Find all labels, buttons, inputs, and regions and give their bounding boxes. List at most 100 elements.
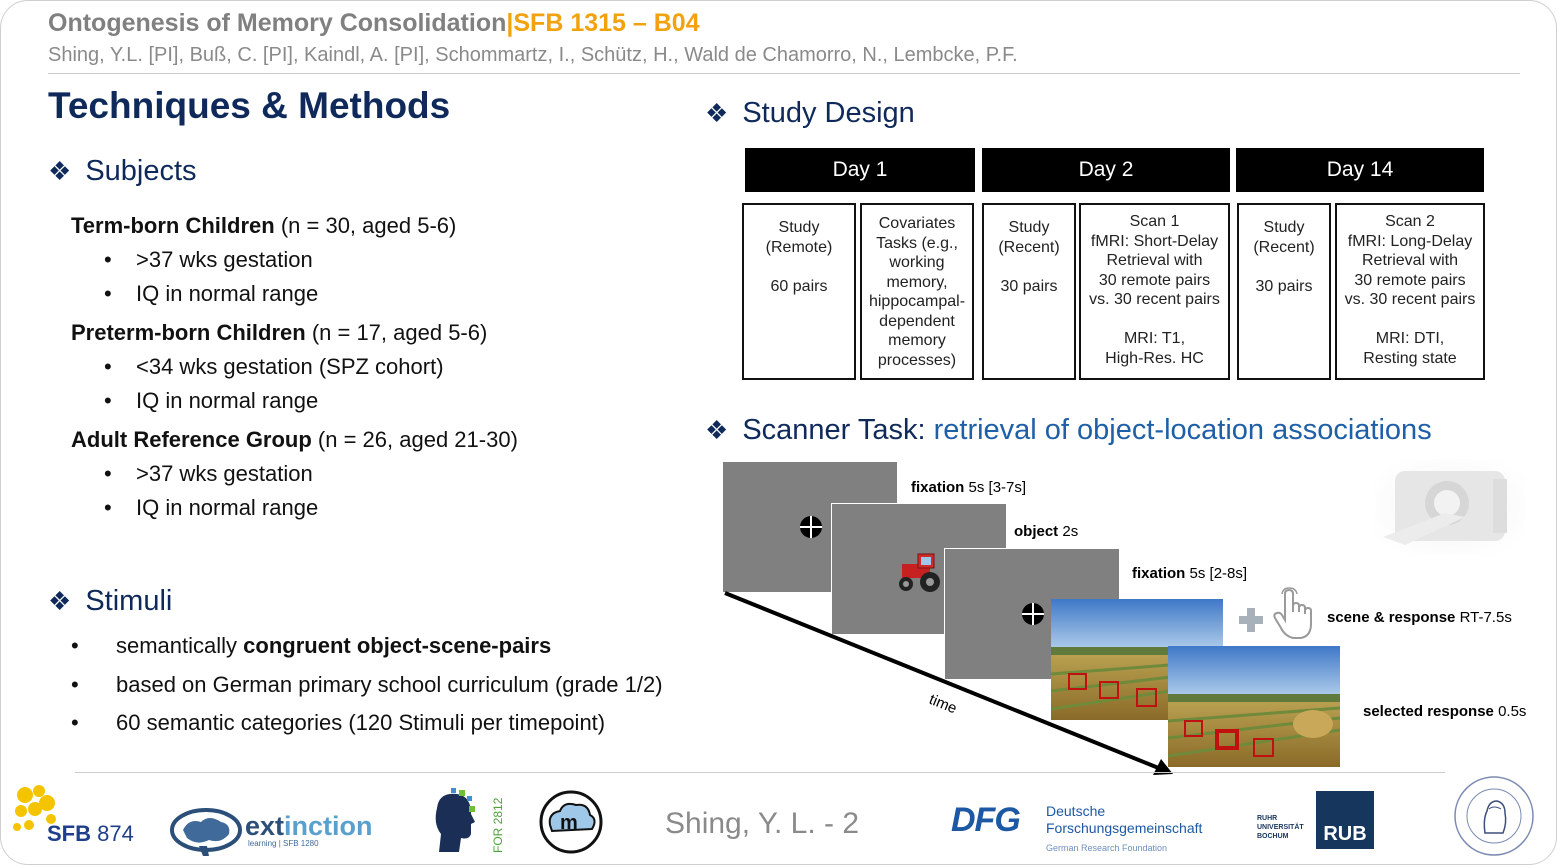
step-label: scene & response RT-7.5s <box>1327 609 1512 626</box>
subjects-heading: ❖Subjects <box>48 155 197 188</box>
design-cell: Covariates Tasks (e.g., working memory, … <box>860 203 974 380</box>
bullet: • <box>71 710 79 735</box>
step-rest: 2s <box>1058 523 1079 540</box>
diamond-bullet-icon: ❖ <box>705 98 729 128</box>
group-detail: (n = 26, aged 21-30) <box>311 427 518 452</box>
extinction-logo: extinction <box>245 811 373 842</box>
list-item: •<34 wks gestation (SPZ cohort) <box>104 354 444 379</box>
day-header: Day 2 <box>982 148 1230 192</box>
logo-text: UNIVERSITÄT <box>1257 824 1304 831</box>
step-label: object 2s <box>1014 523 1078 540</box>
selected-location-box <box>1215 729 1239 750</box>
dfg-logo: DFG <box>951 801 1021 839</box>
diamond-bullet-icon: ❖ <box>705 415 729 445</box>
location-box <box>1184 720 1203 737</box>
step-bold: fixation <box>1132 565 1186 582</box>
design-cell-text: Study (Remote) 60 pairs <box>765 219 833 295</box>
list-item: •>37 wks gestation <box>104 247 313 272</box>
step-bold: fixation <box>911 479 965 496</box>
head-logo-icon <box>435 788 475 852</box>
selected-response-screen <box>1168 646 1340 767</box>
footer-page-label: Shing, Y. L. - 2 <box>665 807 860 840</box>
step-label: fixation 5s [2-8s] <box>1132 565 1247 582</box>
scanner-task-heading: ❖Scanner Task: retrieval of object-locat… <box>705 414 1432 447</box>
humboldt-seal-icon <box>1454 776 1534 856</box>
sfb874-logo: SFB 874 <box>47 821 134 847</box>
group-name: Preterm-born Children <box>71 320 306 345</box>
extinction-sub: learning | SFB 1280 <box>248 839 319 848</box>
list-item-text: semantically congruent object-scene-pair… <box>116 633 551 659</box>
list-item-text: IQ in normal range <box>136 281 319 306</box>
logo-text: 874 <box>91 821 134 846</box>
cloud-m-logo-icon: m <box>539 790 603 854</box>
group-term-born: Term-born Children (n = 30, aged 5-6) <box>71 213 456 239</box>
header-project: SFB 1315 – B04 <box>513 9 700 37</box>
bullet: • <box>71 633 79 658</box>
design-cell-text: Covariates Tasks (e.g., working memory, … <box>868 215 966 369</box>
list-item-text: >37 wks gestation <box>136 461 313 486</box>
location-box <box>1253 738 1274 757</box>
field-scene-image <box>1168 646 1340 767</box>
logo-text: RUHR <box>1257 815 1278 822</box>
list-item-text: 60 semantic categories (120 Stimuli per … <box>116 710 606 735</box>
text-part: semantically <box>116 633 244 658</box>
sfb874-logo-dots-icon <box>13 785 56 831</box>
diamond-bullet-icon: ❖ <box>48 586 72 616</box>
logo-text: Forschungsgemeinschaft <box>1046 820 1203 836</box>
design-cell: Study (Remote) 60 pairs <box>742 203 856 380</box>
step-rest: 5s [2-8s] <box>1185 565 1248 582</box>
list-item: •IQ in normal range <box>104 281 319 306</box>
list-item: •IQ in normal range <box>104 388 319 413</box>
step-bold: selected response <box>1363 703 1494 720</box>
header-title: Ontogenesis of Memory Consolidation <box>48 9 507 37</box>
logo-text: ext <box>245 811 285 841</box>
logo-text: BOCHUM <box>1257 833 1289 840</box>
group-adult-reference: Adult Reference Group (n = 26, aged 21-3… <box>71 427 518 453</box>
location-box <box>1099 681 1119 699</box>
header-title-line: Ontogenesis of Memory Consolidation|SFB … <box>48 9 700 38</box>
tractor-icon <box>899 553 940 592</box>
design-cell-text: Scan 2 fMRI: Long-Delay Retrieval with 3… <box>1344 213 1476 367</box>
step-bold: scene & response <box>1327 609 1456 626</box>
list-item: • 60 semantic categories (120 Stimuli pe… <box>71 710 731 738</box>
list-item: • based on German primary school curricu… <box>71 672 731 700</box>
list-item: •IQ in normal range <box>104 495 319 520</box>
location-box <box>1068 673 1087 690</box>
group-name: Term-born Children <box>71 213 275 238</box>
list-item-text: based on German primary school curriculu… <box>116 672 663 697</box>
step-bold: object <box>1014 523 1059 540</box>
dfg-name: Deutsche Forschungsgemeinschaft German R… <box>1046 803 1202 857</box>
time-arrow <box>724 591 1173 775</box>
list-item-text: >37 wks gestation <box>136 247 313 272</box>
group-detail: (n = 17, aged 5-6) <box>305 320 488 345</box>
mri-scanner-image <box>1375 459 1525 555</box>
footer-divider <box>75 772 1445 773</box>
design-cell: Study (Recent) 30 pairs <box>982 203 1076 380</box>
scanner-task-heading-rest: retrieval of object-location association… <box>925 414 1432 446</box>
list-item-text: IQ in normal range <box>136 388 319 413</box>
logo-text: German Research Foundation <box>1046 843 1168 853</box>
group-name: Adult Reference Group <box>71 427 312 452</box>
list-item-text: IQ in normal range <box>136 495 319 520</box>
step-label: selected response 0.5s <box>1363 703 1526 720</box>
header-separator: | <box>506 9 514 37</box>
brain-logo-icon <box>170 808 242 856</box>
text-bold: congruent object-scene-pairs <box>243 633 552 658</box>
logo-text: Deutsche <box>1046 803 1106 819</box>
design-cell: Scan 1 fMRI: Short-Delay Retrieval with … <box>1079 203 1230 380</box>
step-rest: RT-7.5s <box>1455 609 1512 626</box>
main-title: Techniques & Methods <box>48 85 451 126</box>
study-design-heading: ❖Study Design <box>705 97 915 130</box>
fixation-cross-icon <box>800 516 822 538</box>
day-header: Day 1 <box>745 148 975 192</box>
bullet: • <box>71 672 79 697</box>
step-rest: 0.5s <box>1493 703 1527 720</box>
stimuli-heading-text: Stimuli <box>85 585 173 617</box>
group-preterm-born: Preterm-born Children (n = 17, aged 5-6) <box>71 320 487 346</box>
step-rest: 5s [3-7s] <box>964 479 1027 496</box>
hand-pointer-icon <box>1273 587 1312 639</box>
list-item-text: <34 wks gestation (SPZ cohort) <box>136 354 444 379</box>
stimuli-heading: ❖ Stimuli <box>48 585 172 618</box>
for2812-label: FOR 2812 <box>491 797 505 853</box>
